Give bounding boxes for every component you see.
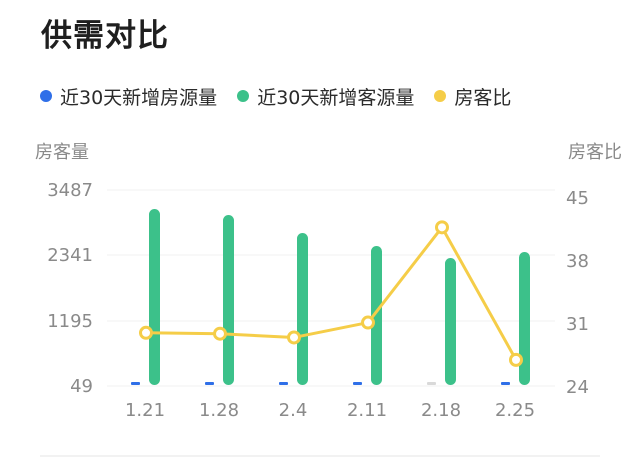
legend-item-clients[interactable]: 近30天新增客源量 (237, 83, 414, 110)
legend-label: 近30天新增房源量 (60, 86, 218, 109)
legend-label: 房客比 (454, 86, 512, 109)
clients-bar[interactable] (297, 232, 308, 385)
green-dot-icon (237, 90, 250, 102)
ratio-points (139, 220, 523, 367)
listings-bar[interactable] (205, 382, 214, 385)
listings-bar[interactable] (353, 382, 362, 385)
ratio-point[interactable] (361, 315, 375, 330)
listings-bar[interactable] (131, 382, 140, 385)
divider (40, 455, 600, 457)
clients-bar[interactable] (445, 258, 456, 385)
ratio-line (145, 225, 518, 361)
ratio-point[interactable] (509, 352, 523, 367)
clients-bar[interactable] (149, 208, 160, 385)
x-tick: 1.28 (198, 400, 240, 421)
chart-legend: 近30天新增房源量 近30天新增客源量 房客比 (40, 83, 531, 110)
listings-bar[interactable] (279, 382, 288, 385)
legend-item-ratio[interactable]: 房客比 (434, 83, 511, 110)
yellow-dot-icon (434, 90, 447, 102)
x-tick: 2.18 (420, 400, 462, 421)
clients-bar[interactable] (519, 252, 530, 385)
right-axis-title: 房客比 (568, 142, 622, 163)
x-tick: 2.11 (346, 400, 388, 421)
right-tick: 24 (566, 377, 589, 398)
ratio-point[interactable] (213, 326, 227, 341)
ratio-point[interactable] (435, 220, 449, 235)
clients-bar[interactable] (371, 245, 382, 385)
x-tick: 2.25 (494, 400, 536, 421)
ratio-point[interactable] (139, 325, 153, 340)
ratio-point[interactable] (287, 330, 301, 345)
right-tick: 38 (566, 251, 589, 272)
legend-label: 近30天新增客源量 (257, 86, 415, 109)
listings-bar[interactable] (427, 382, 436, 385)
left-tick: 1195 (47, 311, 93, 332)
chart-title: 供需对比 (41, 18, 169, 54)
listings-bars (131, 382, 510, 385)
legend-item-listings[interactable]: 近30天新增房源量 (40, 83, 217, 110)
x-tick: 2.4 (278, 400, 308, 421)
right-tick: 31 (566, 314, 589, 335)
gridlines (107, 189, 555, 387)
listings-bar[interactable] (501, 382, 510, 385)
x-tick: 1.21 (124, 400, 166, 421)
clients-bar[interactable] (223, 215, 234, 385)
clients-bars (149, 208, 530, 385)
left-tick: 2341 (47, 245, 93, 266)
left-tick: 49 (70, 376, 93, 397)
left-axis-title: 房客量 (35, 142, 89, 163)
right-tick: 45 (566, 188, 589, 209)
blue-dot-icon (40, 90, 52, 102)
left-tick: 3487 (47, 180, 93, 201)
